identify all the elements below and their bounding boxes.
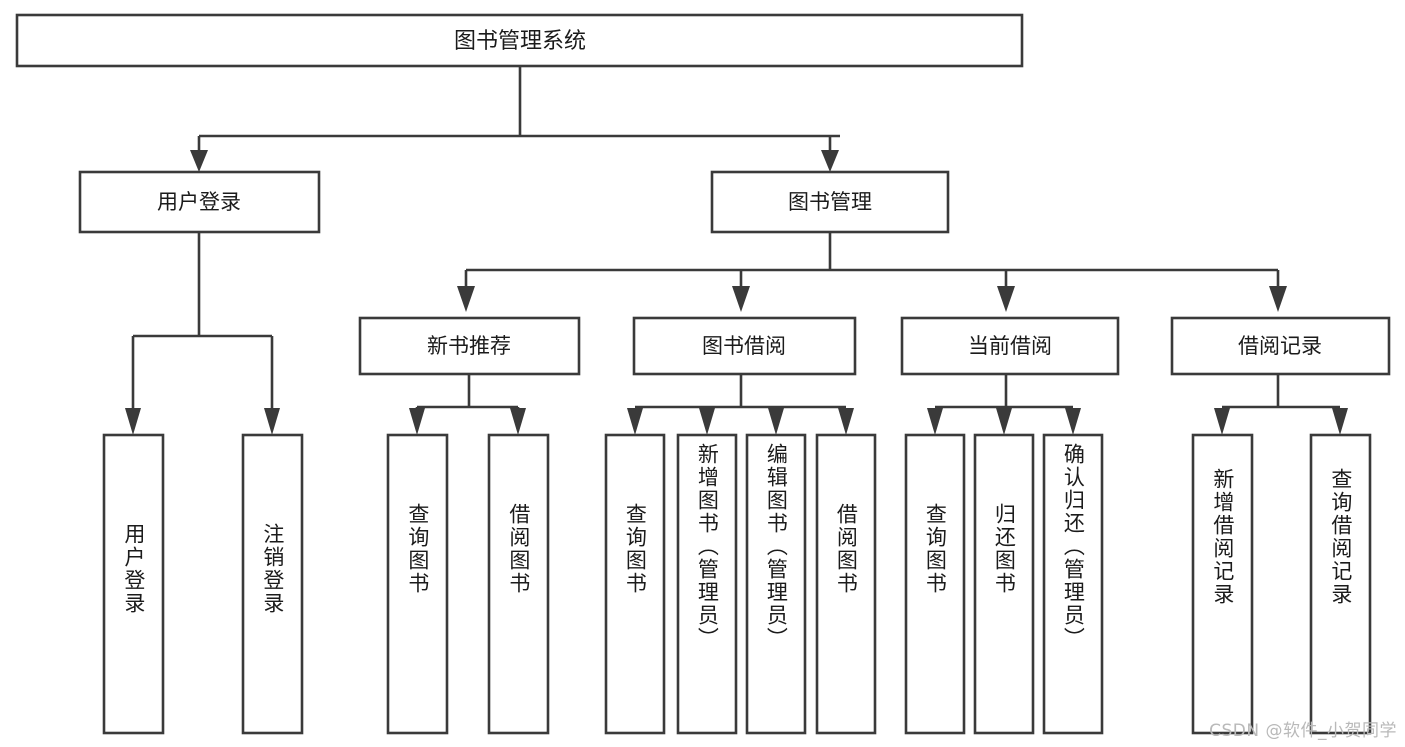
leaf-box-new-book-query[interactable] <box>386 433 449 735</box>
arrow-borrow-record-leaf-2 <box>1332 408 1348 435</box>
arrow-to-new-book <box>457 286 475 312</box>
connector-group-book-mgmt <box>457 232 1287 312</box>
node-book-borrow[interactable] <box>632 316 857 376</box>
node-book-management[interactable] <box>710 170 950 234</box>
arrow-to-book-borrow <box>732 286 750 312</box>
connector-group-borrow-record <box>1214 374 1348 435</box>
arrow-current-borrow-leaf-3 <box>1065 408 1081 435</box>
connector-group-user-login <box>125 232 280 435</box>
connector-group-book-borrow <box>627 374 854 435</box>
leaf-box-book-borrow-add[interactable] <box>676 433 738 735</box>
connector-group-new-book <box>409 374 526 435</box>
csdn-watermark: CSDN @软件_小贺同学 <box>1209 721 1397 741</box>
node-book-borrow-label: 图书借阅 <box>702 334 786 358</box>
node-current-borrow-label: 当前借阅 <box>968 334 1052 358</box>
arrow-user-login-leaf-2 <box>264 408 280 435</box>
node-current-borrow[interactable] <box>900 316 1120 376</box>
leaf-box-book-borrow-borrow[interactable] <box>815 433 877 735</box>
arrow-user-login-leaf-1 <box>125 408 141 435</box>
arrow-to-current-borrow <box>997 286 1015 312</box>
leaf-box-borrow-record-add[interactable] <box>1191 433 1254 735</box>
leaf-box-current-borrow-query[interactable] <box>904 433 966 735</box>
leaf-box-user-login-logout[interactable] <box>241 433 304 735</box>
arrow-new-book-leaf-1 <box>409 408 425 435</box>
arrow-book-borrow-leaf-1 <box>627 408 643 435</box>
arrow-current-borrow-leaf-1 <box>927 408 943 435</box>
connector-group-current-borrow <box>927 374 1081 435</box>
leaf-box-borrow-record-query[interactable] <box>1309 433 1372 735</box>
leaf-box-book-borrow-edit[interactable] <box>745 433 807 735</box>
arrow-book-borrow-leaf-4 <box>838 408 854 435</box>
node-book-management-label: 图书管理 <box>788 190 872 214</box>
arrow-borrow-record-leaf-1 <box>1214 408 1230 435</box>
node-root-book-management-system[interactable] <box>15 13 1024 68</box>
node-user-login-label: 用户登录 <box>157 190 241 214</box>
arrow-root-to-user-login <box>190 150 208 172</box>
leaf-box-current-borrow-confirm[interactable] <box>1042 433 1104 735</box>
leaf-box-user-login-login[interactable] <box>102 433 165 735</box>
arrow-current-borrow-leaf-2 <box>996 408 1012 435</box>
leaf-box-new-book-borrow[interactable] <box>487 433 550 735</box>
arrow-book-borrow-leaf-3 <box>768 408 784 435</box>
arrow-new-book-leaf-2 <box>510 408 526 435</box>
node-borrow-record-label: 借阅记录 <box>1238 334 1322 358</box>
arrow-book-borrow-leaf-2 <box>699 408 715 435</box>
node-new-book-recommend-label: 新书推荐 <box>427 334 511 358</box>
leaf-box-book-borrow-query[interactable] <box>604 433 666 735</box>
node-new-book-recommend[interactable] <box>358 316 581 376</box>
connector-group-root <box>190 66 840 172</box>
leaf-box-current-borrow-return[interactable] <box>973 433 1035 735</box>
arrow-root-to-book-mgmt <box>821 150 839 172</box>
node-borrow-record[interactable] <box>1170 316 1391 376</box>
node-root-label: 图书管理系统 <box>454 29 586 54</box>
arrow-to-borrow-record <box>1269 286 1287 312</box>
node-user-login[interactable] <box>78 170 321 234</box>
